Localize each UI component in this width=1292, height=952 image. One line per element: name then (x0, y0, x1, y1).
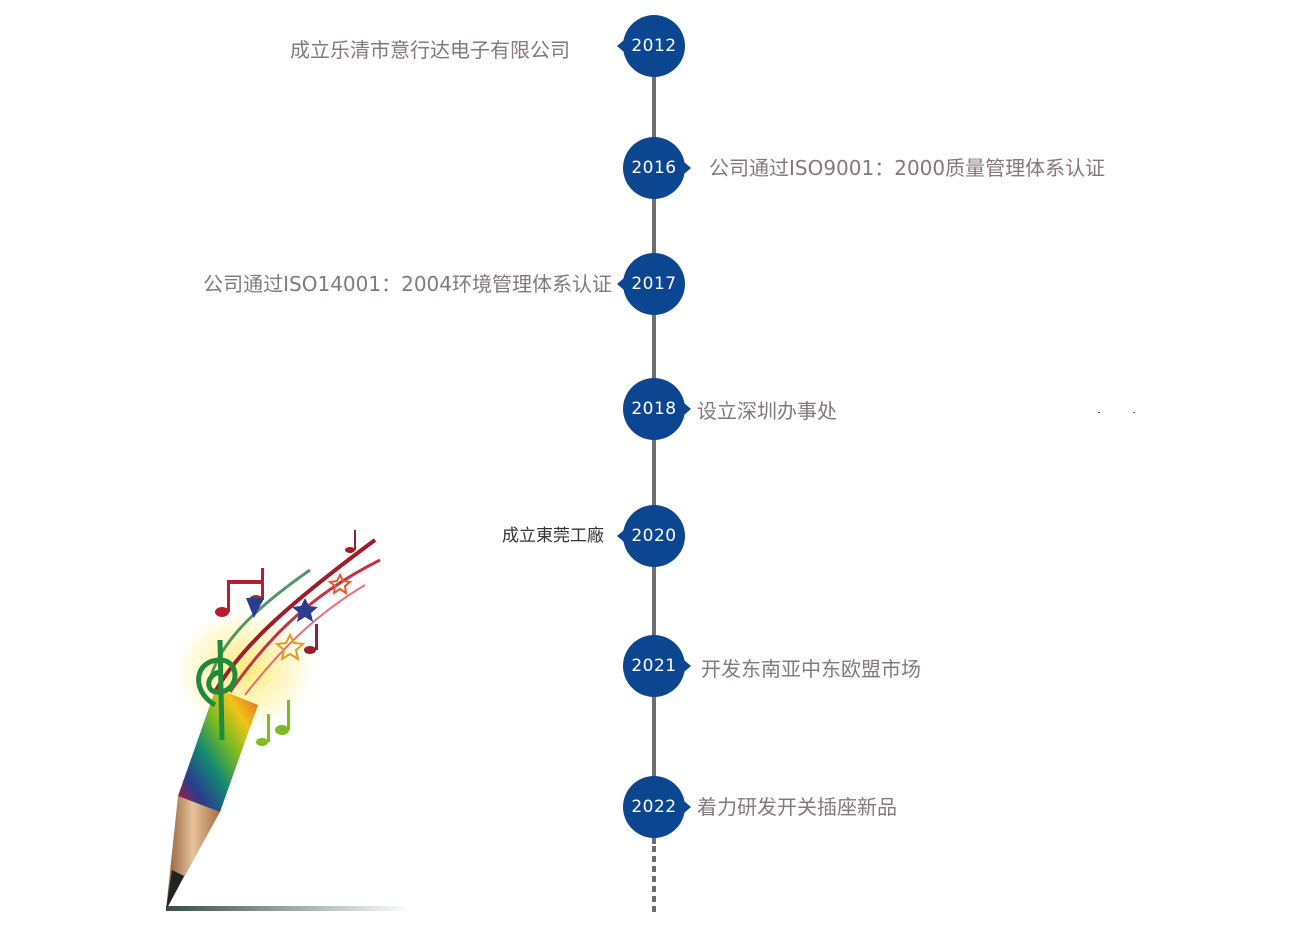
year-badge-2017: 2017 (617, 253, 685, 315)
year-badge-2020: 2020 (617, 505, 685, 567)
year-badge-2022: 2022 (623, 776, 691, 838)
badge-pointer-icon (617, 278, 624, 290)
year-label: 2020 (631, 526, 677, 546)
year-badge-2021: 2021 (623, 635, 691, 697)
stray-dot (1133, 412, 1135, 413)
timeline-line (652, 46, 656, 844)
pencil-music-notes-icon (150, 530, 420, 920)
year-badge-2018: 2018 (623, 378, 691, 440)
stray-dot (1098, 412, 1100, 413)
event-text-2018: 设立深圳办事处 (697, 399, 837, 423)
year-label: 2022 (631, 797, 677, 817)
year-label: 2017 (631, 274, 677, 294)
year-label: 2018 (631, 399, 677, 419)
badge-pointer-icon (684, 660, 691, 672)
badge-pointer-icon (684, 403, 691, 415)
event-text-2016: 公司通过ISO9001：2000质量管理体系认证 (709, 156, 1106, 180)
event-text-2021: 开发东南亚中东欧盟市场 (701, 657, 921, 681)
year-label: 2021 (631, 656, 677, 676)
badge-pointer-icon (684, 162, 691, 174)
badge-pointer-icon (617, 40, 624, 52)
event-text-2020: 成立東莞工廠 (502, 526, 604, 546)
badge-pointer-icon (684, 801, 691, 813)
badge-pointer-icon (617, 530, 624, 542)
year-badge-2012: 2012 (617, 15, 685, 77)
timeline-dashed-end (652, 846, 656, 916)
year-label: 2012 (631, 36, 677, 56)
year-badge-2016: 2016 (623, 137, 691, 199)
event-text-2017: 公司通过ISO14001：2004环境管理体系认证 (203, 272, 612, 296)
event-text-2022: 着力研发开关插座新品 (697, 795, 897, 819)
year-label: 2016 (631, 158, 677, 178)
event-text-2012: 成立乐清市意行达电子有限公司 (290, 38, 570, 62)
